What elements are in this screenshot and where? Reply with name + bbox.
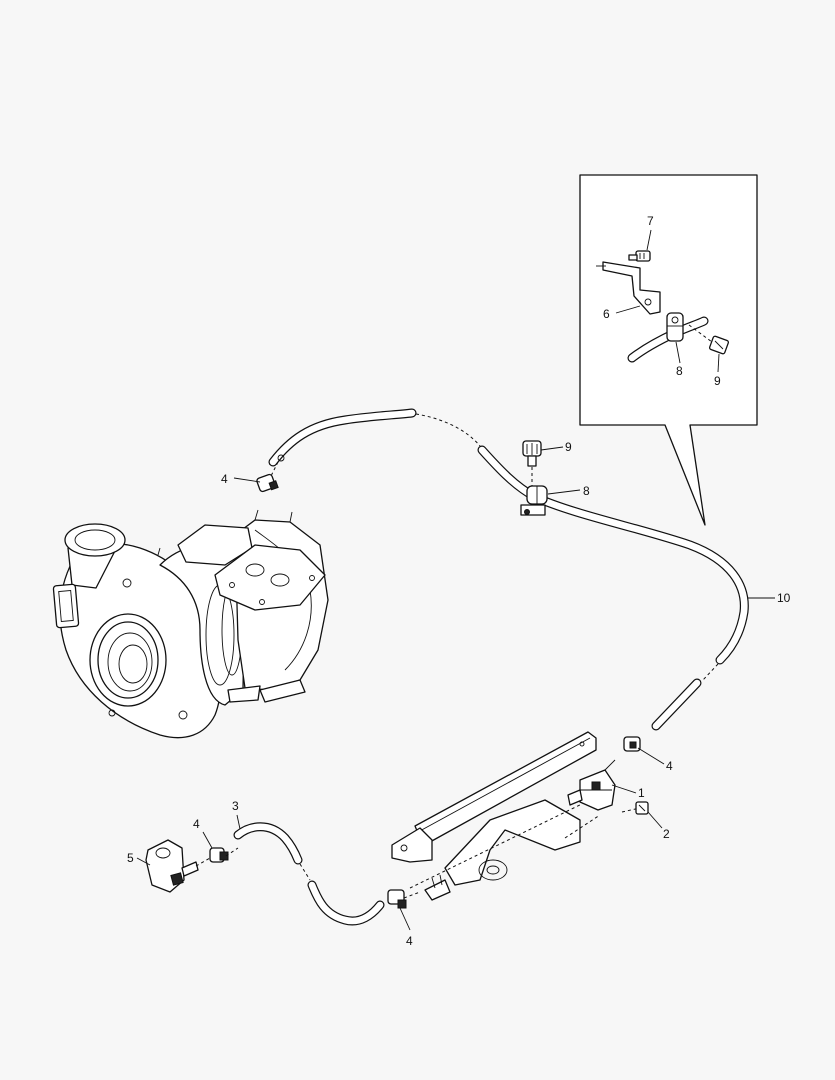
inset-bolt	[688, 324, 729, 355]
callout-6: 6	[603, 307, 610, 321]
leader-lines	[136, 446, 775, 931]
hose-clamp-lower-center	[387, 889, 421, 909]
clamp-8	[520, 485, 548, 516]
callout-9-inset: 9	[714, 374, 721, 388]
callout-4-lower-left: 4	[193, 817, 200, 831]
callout-9: 9	[565, 440, 572, 454]
valve-1	[567, 759, 616, 811]
detail-inset	[579, 174, 758, 526]
mounting-bracket	[391, 731, 601, 901]
callout-8: 8	[583, 484, 590, 498]
screw-2	[621, 801, 649, 815]
hose-clamp-lower-left	[209, 847, 239, 863]
inset-bracket	[602, 261, 661, 315]
turbocharger	[52, 509, 329, 739]
callout-3: 3	[232, 799, 239, 813]
hose-3	[233, 822, 385, 926]
callout-10: 10	[777, 591, 791, 605]
callout-7: 7	[647, 214, 654, 228]
callout-8-inset: 8	[676, 364, 683, 378]
hose-clamp-top	[256, 454, 285, 493]
inset-clamp	[666, 312, 684, 342]
callout-4-right: 4	[666, 759, 673, 773]
callout-4-top: 4	[221, 472, 228, 486]
hose-clamp-right	[623, 736, 641, 752]
callouts: 7 6 8 9 9 8 4 10 4 1 2 3 4 5 4	[127, 214, 791, 948]
hose-10	[268, 408, 749, 731]
callout-2: 2	[663, 827, 670, 841]
callout-1: 1	[638, 786, 645, 800]
fitting-5	[145, 839, 211, 893]
bolt-9	[522, 440, 542, 486]
callout-5: 5	[127, 851, 134, 865]
inset-screw	[628, 250, 651, 262]
callout-4-lower-center: 4	[406, 934, 413, 948]
